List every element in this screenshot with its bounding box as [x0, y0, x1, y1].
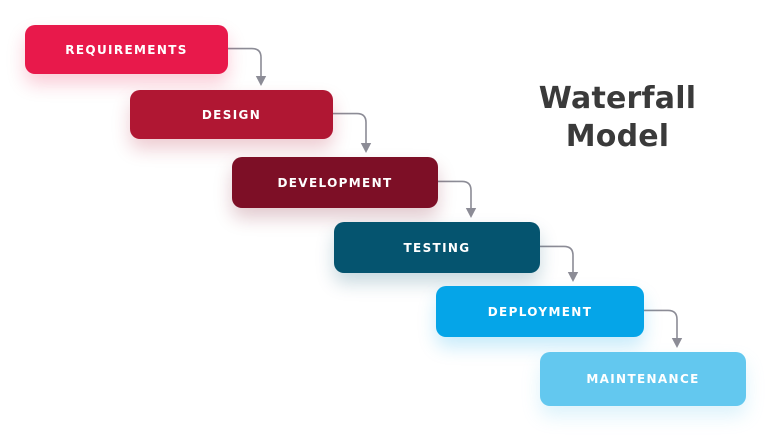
connector-line — [227, 47, 262, 78]
stage-label: DESIGN — [201, 107, 262, 122]
title-line-1: Waterfall — [538, 81, 697, 116]
stage-box-requirements[interactable]: REQUIREMENTS — [25, 25, 228, 74]
stage-box-testing[interactable]: TESTING — [334, 222, 540, 273]
connector-line — [539, 245, 574, 274]
stage-label: REQUIREMENTS — [65, 42, 188, 57]
stage-label: TESTING — [403, 240, 471, 255]
stage-label: MAINTENANCE — [586, 372, 700, 386]
arrowhead-icon — [465, 208, 477, 218]
connector-arrow-4 — [539, 245, 579, 282]
stage-box-development[interactable]: DEVELOPMENT — [232, 157, 438, 208]
stage-box-design[interactable]: DESIGN — [130, 90, 333, 139]
stage-box-deployment[interactable]: DEPLOYMENT — [436, 286, 644, 337]
stage-label: DEVELOPMENT — [277, 175, 393, 190]
arrowhead-icon — [360, 143, 372, 153]
connector-arrow-3 — [437, 180, 477, 218]
connector-line — [437, 180, 472, 210]
arrowhead-icon — [671, 338, 683, 348]
connector-arrow-2 — [332, 112, 372, 153]
connector-line — [643, 309, 678, 340]
title-line-2: Model — [565, 119, 670, 155]
connector-line — [332, 112, 367, 145]
page-title: Waterfall Model — [505, 80, 730, 157]
connector-arrow-5 — [643, 309, 683, 348]
stage-label: DEPLOYMENT — [487, 304, 593, 319]
stage-box-maintenance[interactable]: MAINTENANCE — [540, 352, 746, 406]
arrowhead-icon — [255, 76, 267, 86]
connector-arrow-1 — [227, 47, 267, 86]
arrowhead-icon — [567, 272, 579, 282]
